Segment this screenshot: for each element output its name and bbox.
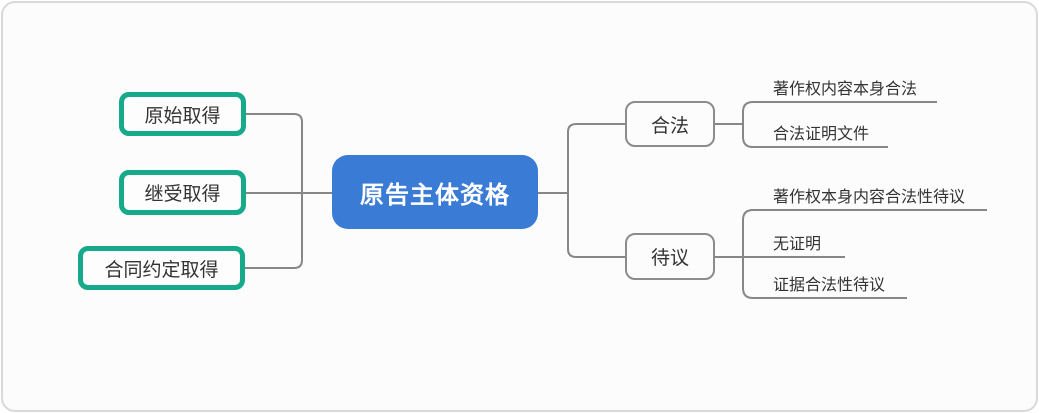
node-original-acquisition[interactable]: 原始取得 <box>119 92 246 136</box>
root-node-label: 原告主体资格 <box>360 181 510 209</box>
node-label: 待议 <box>650 248 689 269</box>
connector-right-bottom <box>567 193 625 258</box>
connector-legal-child-0 <box>742 101 937 124</box>
connector-legal-child-1 <box>742 124 888 148</box>
node-legal[interactable]: 合法 <box>625 101 715 147</box>
leaf-evidence-legality-pending[interactable]: 证据合法性待议 <box>773 277 886 294</box>
node-label: 合法 <box>650 115 689 137</box>
leaf-no-proof[interactable]: 无证明 <box>773 236 822 253</box>
node-pending-discussion[interactable]: 待议 <box>625 233 715 280</box>
node-label: 原始取得 <box>144 105 221 127</box>
node-contractual-acquisition[interactable]: 合同约定取得 <box>78 246 245 290</box>
node-label: 继受取得 <box>144 184 221 205</box>
node-label: 合同约定取得 <box>104 259 219 281</box>
root-node-plaintiff-qualification[interactable]: 原告主体资格 <box>332 155 538 229</box>
leaf-copyright-content-legal[interactable]: 著作权内容本身合法 <box>773 81 918 98</box>
connector-pending-child-2 <box>742 257 907 299</box>
connector-pending-child-0 <box>742 209 987 257</box>
node-successive-acquisition[interactable]: 继受取得 <box>119 170 246 215</box>
connector-right-top <box>567 123 625 193</box>
leaf-copyright-legality-pending[interactable]: 著作权本身内容合法性待议 <box>773 189 966 206</box>
leaf-legal-proof-documents[interactable]: 合法证明文件 <box>773 126 870 143</box>
connector-left-bracket <box>245 113 303 269</box>
